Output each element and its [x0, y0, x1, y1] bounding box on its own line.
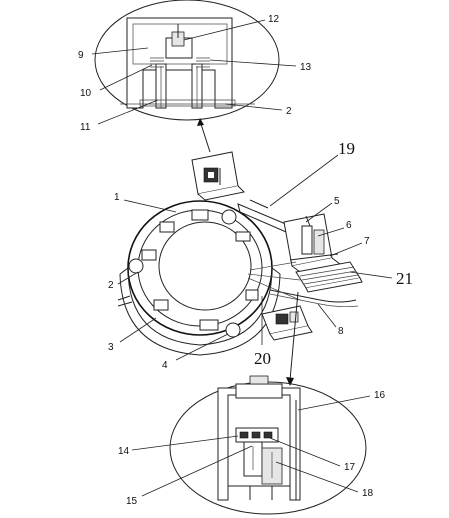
spring-13	[196, 57, 210, 68]
frame-16	[217, 387, 301, 501]
housing-inner	[132, 23, 228, 65]
label-12: 12	[268, 14, 280, 25]
arrow-bottom-head	[286, 377, 294, 386]
label-17: 17	[344, 462, 356, 473]
arrow-top-head	[197, 118, 204, 126]
label-1: 1	[114, 192, 120, 203]
label-21: 21	[396, 269, 413, 288]
arrow-top-detail	[199, 120, 211, 153]
label-10: 10	[80, 88, 92, 99]
cable-8	[269, 289, 357, 303]
label-18: 18	[362, 488, 374, 499]
motor-box-19	[191, 151, 246, 201]
spring-10	[150, 57, 164, 68]
label-9: 9	[78, 50, 84, 61]
ring-clamps	[141, 209, 259, 331]
roller-top	[221, 209, 237, 225]
tool-6	[313, 229, 325, 255]
arrow-bottom-detail	[289, 291, 299, 381]
bottom-detail-view	[169, 375, 367, 515]
tool-assembly-right	[283, 213, 342, 273]
label-16: 16	[374, 390, 386, 401]
label-5: 5	[334, 196, 340, 207]
roller-2	[128, 258, 144, 274]
label-2-top: 2	[286, 106, 292, 117]
leader-lines	[91, 19, 393, 497]
label-20: 20	[254, 349, 271, 368]
label-14: 14	[118, 446, 130, 457]
label-6: 6	[346, 220, 352, 231]
tool-5	[301, 225, 313, 255]
label-7: 7	[364, 236, 370, 247]
label-19: 19	[338, 139, 355, 158]
label-13: 13	[300, 62, 312, 73]
motor-box-lower	[261, 305, 313, 341]
label-11: 11	[80, 122, 91, 133]
label-4: 4	[162, 360, 168, 371]
roller-4	[225, 322, 241, 338]
top-detail-circle	[94, 0, 280, 121]
label-15: 15	[126, 496, 138, 507]
label-2: 2	[108, 280, 114, 291]
plate-21	[295, 261, 363, 293]
label-3: 3	[108, 342, 114, 353]
ring-3	[127, 267, 273, 346]
outer-ring-1	[127, 200, 273, 336]
label-8: 8	[338, 326, 344, 337]
ring-assembly	[117, 200, 281, 356]
ring-opening	[158, 221, 252, 311]
housing-9	[126, 17, 233, 109]
top-detail-view	[94, 0, 280, 121]
